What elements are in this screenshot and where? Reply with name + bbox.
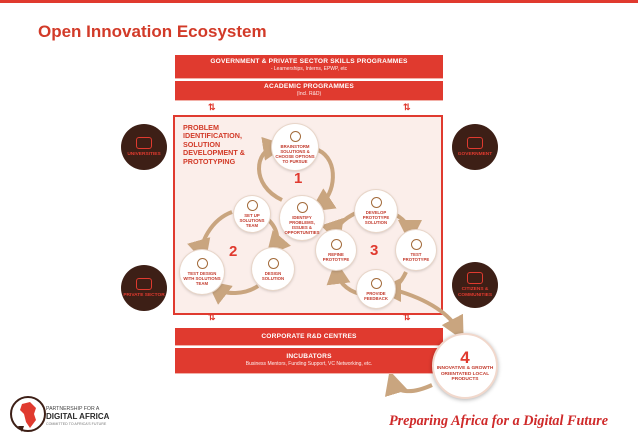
step-identify-problems-label: IDENTIFY PROBLEMS, ISSUES & OPPORTUNITIE… (284, 214, 320, 235)
step-refine-prototype-label: REFINE PROTOTYPE (322, 251, 350, 262)
people-icon (467, 272, 483, 285)
academic-programmes-bar: ACADEMIC PROGRAMMES (Incl. R&D) (175, 81, 443, 101)
step-provide-feedback-label: PROVIDE FEEDBACK (364, 290, 388, 301)
step-setup-team-label: SET UP SOLUTIONS TEAM (239, 213, 265, 228)
updown-arrow-icon: ⇅ (403, 102, 411, 112)
logo-line-3: COMMITTED TO AFRICA'S FUTURE (46, 422, 107, 426)
step-develop-prototype-label: DEVELOP PROTOTYPE SOLUTION (362, 210, 390, 225)
private-sector-label: PRIVATE SECTOR (123, 292, 165, 298)
step-brainstorm-circle: BRAINSTORM SOLUTIONS & CHOOSE OPTIONS TO… (272, 124, 318, 170)
logo-line-2: DIGITAL AFRICA (46, 412, 110, 421)
skills-programmes-heading: GOVERNMENT & PRIVATE SECTOR SKILLS PROGR… (210, 58, 408, 65)
factory-icon (136, 277, 152, 290)
universities-label: UNIVERSITIES (127, 151, 161, 157)
cycle-2-number: 2 (229, 243, 238, 260)
cycle-2-arrow (206, 280, 260, 305)
gear-icon (196, 258, 208, 269)
academic-programmes-heading: ACADEMIC PROGRAMMES (264, 83, 354, 90)
cycle-1-arrow (257, 136, 287, 202)
gear-icon (410, 238, 422, 250)
gear-icon (330, 238, 342, 250)
cycle-1-number: 1 (294, 170, 303, 187)
outcome-number: 4 (460, 348, 470, 368)
step-design-solution-label: DESIGN SOLUTION (261, 270, 285, 281)
gear-icon (246, 200, 258, 211)
incubators-sub: Business Mentors, Funding Support, VC Ne… (245, 361, 373, 367)
main-process-title: PROBLEM IDENTIFICATION, SOLUTION DEVELOP… (183, 123, 245, 166)
updown-arrow-icon: ⇅ (208, 312, 216, 322)
academic-programmes-sub: (Incl. R&D) (296, 91, 322, 97)
slogan: Preparing Africa for a Digital Future (388, 413, 608, 429)
gear-icon (370, 197, 382, 208)
updown-arrow-icon: ⇅ (403, 312, 411, 322)
universities-circle: UNIVERSITIES (121, 124, 167, 170)
cycle-1-arrow (310, 148, 337, 212)
citizens-label: CITIZENS & COMMUNITIES (457, 287, 493, 298)
magnifier-icon (296, 201, 308, 213)
step-refine-prototype-circle: REFINE PROTOTYPE (316, 230, 356, 270)
logo-line-1: PARTNERSHIP FOR A (46, 406, 100, 412)
private-sector-circle: PRIVATE SECTOR (121, 265, 167, 311)
step-test-prototype-circle: TEST PROTOTYPE (396, 230, 436, 270)
cycle-3-number: 3 (370, 242, 379, 259)
step-test-design-circle: TEST DESIGN WITH SOLUTIONS TEAM (180, 250, 224, 294)
cycle-2-arrow (187, 210, 233, 264)
step-setup-team-circle: SET UP SOLUTIONS TEAM (234, 196, 270, 232)
incubators-heading: INCUBATORS (286, 353, 332, 360)
skills-programmes-bar: GOVERNMENT & PRIVATE SECTOR SKILLS PROGR… (175, 55, 443, 79)
government-building-icon (467, 136, 483, 149)
step-brainstorm-label: BRAINSTORM SOLUTIONS & CHOOSE OPTIONS TO… (275, 143, 315, 164)
partnership-logo-icon (10, 396, 46, 432)
step-test-prototype-label: TEST PROTOTYPE (402, 251, 430, 262)
corporate-rd-heading: CORPORATE R&D CENTRES (261, 333, 357, 340)
outcome-return-arrow (384, 370, 433, 397)
outcome-arrow (394, 288, 464, 341)
updown-arrow-icon: ⇅ (208, 102, 216, 112)
top-accent-line (0, 0, 638, 3)
page-title: Open Innovation Ecosystem (38, 22, 267, 41)
skills-programmes-sub: - Learnerships, Interns, EPWP, etc (270, 66, 348, 72)
government-circle: GOVERNMENT (452, 124, 498, 170)
university-icon (136, 136, 152, 149)
step-identify-problems-circle: IDENTIFY PROBLEMS, ISSUES & OPPORTUNITIE… (280, 196, 324, 240)
step-develop-prototype-circle: DEVELOP PROTOTYPE SOLUTION (355, 190, 397, 232)
citizens-circle: CITIZENS & COMMUNITIES (452, 262, 498, 308)
incubators-bar: INCUBATORS Business Mentors, Funding Sup… (175, 348, 443, 374)
step-test-design-label: TEST DESIGN WITH SOLUTIONS TEAM (183, 271, 221, 286)
step-provide-feedback-circle: PROVIDE FEEDBACK (357, 270, 395, 308)
gear-icon (370, 277, 382, 289)
government-label: GOVERNMENT (457, 151, 493, 157)
lightbulb-icon (289, 130, 301, 142)
corporate-rd-bar: CORPORATE R&D CENTRES (175, 328, 443, 346)
outcome-label: INNOVATIVE & GROWTH ORIENTATED LOCAL PRO… (436, 366, 494, 383)
gear-icon (267, 257, 279, 269)
outcome-circle: 4 INNOVATIVE & GROWTH ORIENTATED LOCAL P… (432, 333, 498, 399)
logo-text: PARTNERSHIP FOR A DIGITAL AFRICA COMMITT… (46, 406, 109, 427)
step-design-solution-circle: DESIGN SOLUTION (252, 248, 294, 290)
cycle-3-arrow (326, 260, 361, 296)
